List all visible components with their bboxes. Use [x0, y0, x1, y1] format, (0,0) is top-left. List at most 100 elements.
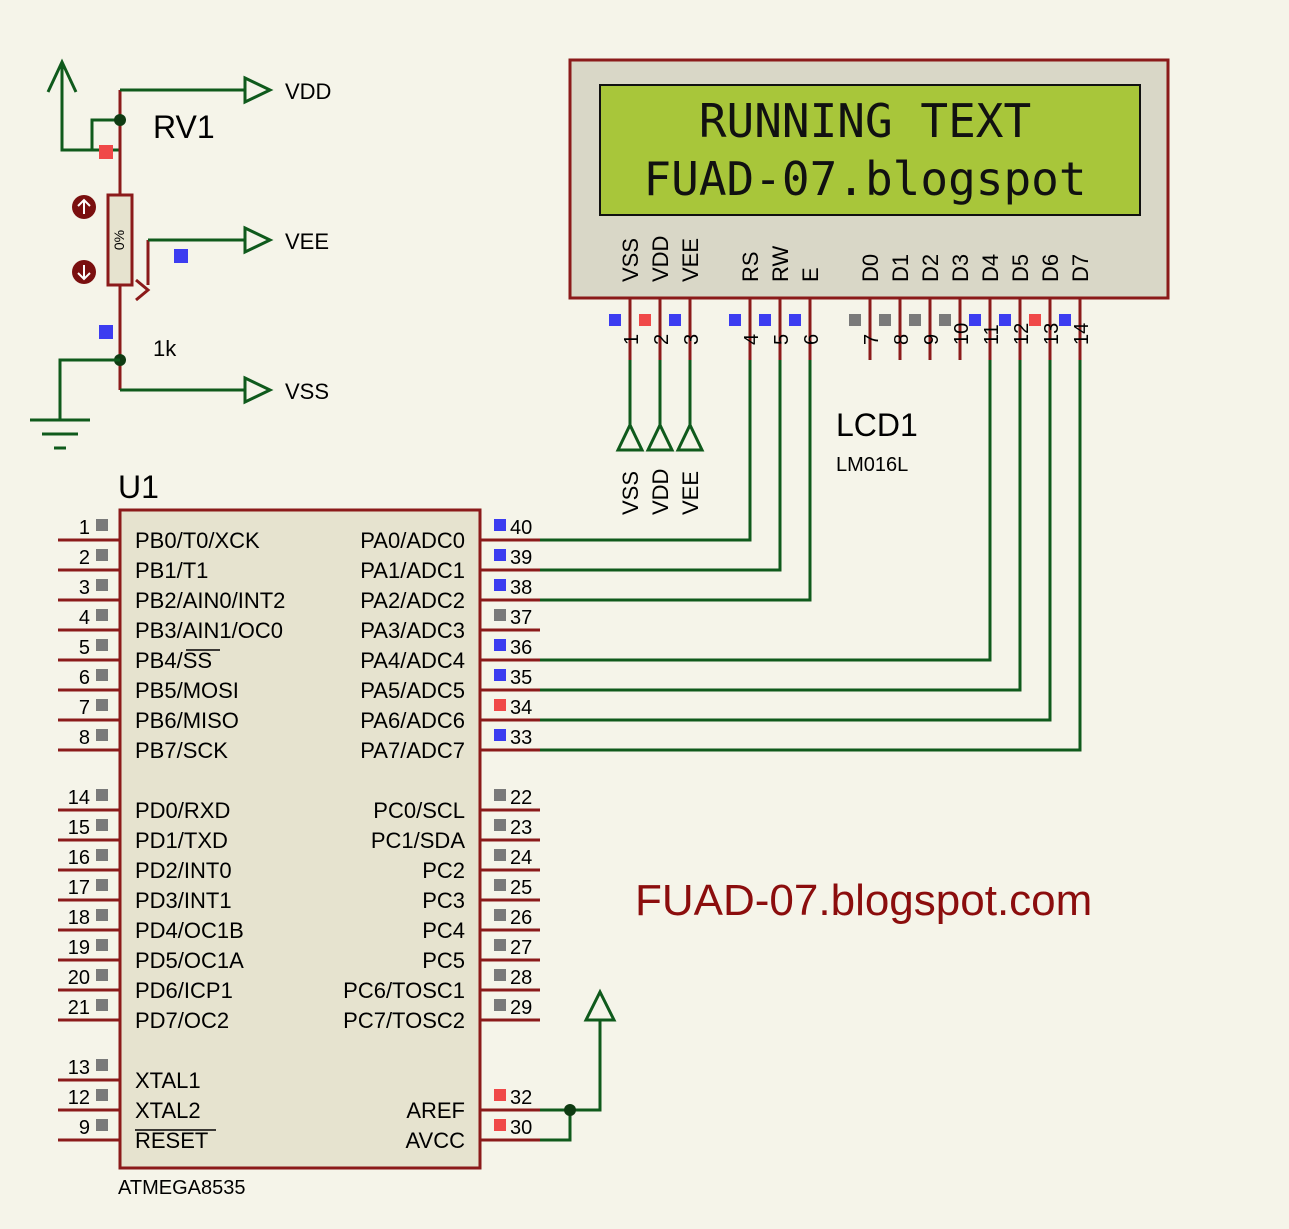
pin-name: PD0/RXD	[135, 798, 230, 823]
pin-number: 6	[79, 667, 90, 689]
pin-name: PB6/MISO	[135, 708, 239, 733]
pin-state-indicator	[1029, 314, 1041, 326]
pin-state-indicator	[609, 314, 621, 326]
bus-wire	[540, 360, 992, 662]
pin-state-indicator	[494, 939, 506, 951]
pin-state-indicator	[909, 314, 921, 326]
pin-name: PB0/T0/XCK	[135, 528, 260, 553]
pin-state-indicator	[494, 639, 506, 651]
lcd-module[interactable]: RUNNING TEXT FUAD-07.blogspot VSS1VDD2VE…	[568, 58, 1170, 476]
lcd-pin-number: 11	[981, 324, 1003, 345]
pin-state-indicator	[96, 609, 108, 621]
vss-terminal	[243, 375, 274, 405]
vss-net-label: VSS	[285, 379, 329, 404]
lcd-pin-name: D2	[918, 254, 943, 282]
pin-name: PA6/ADC6	[360, 708, 465, 733]
lcd-pin-name: VSS	[618, 238, 643, 282]
lcd-pin-rs: RS4	[729, 251, 763, 360]
pin-name: PC6/TOSC1	[343, 978, 465, 1003]
pin-state-indicator	[96, 939, 108, 951]
pin-state-indicator	[494, 909, 506, 921]
pot-increase-button[interactable]	[72, 195, 96, 219]
mcu-part-label: ATMEGA8535	[118, 1177, 245, 1199]
ground-symbol	[30, 418, 90, 450]
pin-name: PA5/ADC5	[360, 678, 465, 703]
lcd-pin-name: D7	[1068, 254, 1093, 282]
bus-wire	[540, 360, 1022, 692]
pot-decrease-button[interactable]	[72, 260, 96, 284]
lcd-pin-number: 1	[621, 334, 643, 345]
pin-number: 18	[68, 907, 90, 929]
data-bus-wires	[540, 360, 1082, 752]
lcd-power-label: VDD	[648, 469, 673, 515]
lcd-power-vdd: VDD	[645, 360, 675, 515]
lcd-power-vss: VSS	[615, 360, 645, 515]
pin-name: PD6/ICP1	[135, 978, 233, 1003]
pin-name: PA0/ADC0	[360, 528, 465, 553]
pin-name: PA4/ADC4	[360, 648, 465, 673]
pin-number: 16	[68, 847, 90, 869]
pin-number: 27	[510, 937, 532, 959]
bus-wire	[540, 360, 782, 572]
pin-state-indicator	[96, 639, 108, 651]
lcd-ref-label: LCD1	[836, 407, 918, 443]
pin-name: PD2/INT0	[135, 858, 232, 883]
pin-state-indicator	[96, 849, 108, 861]
junction-dot	[114, 114, 126, 126]
pin-name: PC7/TOSC2	[343, 1008, 465, 1033]
pin-state-indicator	[96, 699, 108, 711]
pin-state-indicator	[494, 1119, 506, 1131]
lcd-pin-group: VSS1VDD2VEE3RS4RW5E6D07D18D29D310D411D51…	[609, 236, 1093, 360]
pin-name: PB1/T1	[135, 558, 208, 583]
pin-number: 21	[68, 997, 90, 1019]
pin-number: 30	[510, 1117, 532, 1139]
lcd-pin-name: D3	[948, 254, 973, 282]
pin-name: PC2	[422, 858, 465, 883]
pin-name: AREF	[406, 1098, 465, 1123]
pin-state-indicator	[96, 1089, 108, 1101]
pin-state-indicator	[1059, 314, 1071, 326]
pin-number: 12	[68, 1087, 90, 1109]
pin-state-indicator	[494, 819, 506, 831]
pin-name: PD4/OC1B	[135, 918, 244, 943]
pin-number: 32	[510, 1087, 532, 1109]
pin-state-indicator	[494, 879, 506, 891]
lcd-pin-name: D1	[888, 254, 913, 282]
lcd-power-vee: VEE	[675, 360, 705, 515]
pin-number: 26	[510, 907, 532, 929]
potentiometer-rv1[interactable]: 0% RV1 1k VDD VEE VSS	[30, 58, 331, 450]
lcd-pin-number: 12	[1011, 323, 1033, 345]
pin-name: PD7/OC2	[135, 1008, 229, 1033]
pin-number: 5	[79, 637, 90, 659]
bus-wire	[540, 360, 1082, 752]
lcd-power-label: VEE	[678, 471, 703, 515]
pin-number: 38	[510, 577, 532, 599]
pin-state-indicator	[879, 314, 891, 326]
pin-number: 17	[68, 877, 90, 899]
mcu-ref-label: U1	[118, 469, 159, 505]
vee-net-label: VEE	[285, 229, 329, 254]
pin-number: 20	[68, 967, 90, 989]
pot-value-label: 1k	[153, 336, 177, 361]
pin-state-indicator	[939, 314, 951, 326]
lcd-pin-name: D6	[1038, 254, 1063, 282]
pin-number: 37	[510, 607, 532, 629]
